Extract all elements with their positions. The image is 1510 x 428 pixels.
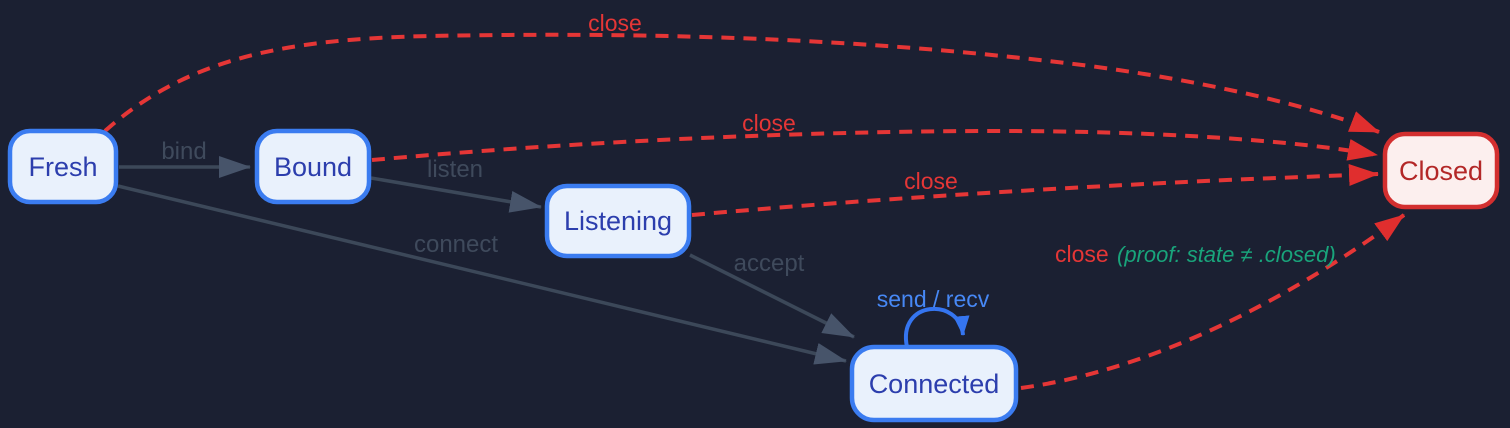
edge-bound-listening: listen <box>370 156 542 213</box>
edge-connected-selfloop-line <box>903 306 970 348</box>
edge-bound-closed: close <box>371 110 1378 162</box>
edge-listening-connected: accept <box>689 250 855 339</box>
state-node-closed-label: Closed <box>1399 156 1483 186</box>
edge-listening-connected-line <box>689 253 855 339</box>
state-node-bound-box <box>254 128 372 205</box>
state-node-connected: Connected <box>849 344 1019 423</box>
state-node-closed: Closed <box>1382 131 1500 210</box>
state-node-fresh-label: Fresh <box>28 152 97 182</box>
edge-connected-selfloop: send / recv <box>877 286 990 348</box>
state-node-connected-box <box>849 344 1019 423</box>
edge-listening-closed: close <box>691 164 1379 217</box>
edge-fresh-closed-label: close <box>588 10 642 36</box>
edge-connected-selfloop-label: send / recv <box>877 286 990 312</box>
state-node-fresh-box <box>7 128 119 205</box>
edge-connected-closed: close (proof: state ≠ .closed) <box>1020 213 1406 390</box>
edge-connected-closed-label: close <box>1055 241 1109 267</box>
edge-connected-closed-proof-annotation: (proof: state ≠ .closed) <box>1117 242 1336 267</box>
state-node-connected-label: Connected <box>869 369 1000 399</box>
edge-fresh-closed-line <box>103 32 1380 134</box>
edge-listening-closed-line <box>691 164 1379 217</box>
edge-bound-listening-line <box>370 176 542 213</box>
edge-fresh-connected-line <box>117 184 847 365</box>
state-node-bound: Bound <box>254 128 372 205</box>
state-node-bound-label: Bound <box>274 152 352 182</box>
state-node-listening: Listening <box>544 183 692 259</box>
state-node-closed-box <box>1382 131 1500 210</box>
edge-listening-connected-label: accept <box>734 250 805 277</box>
edge-listening-closed-label: close <box>904 168 958 194</box>
edge-fresh-bound: bind <box>119 138 251 178</box>
edge-fresh-bound-label: bind <box>161 138 206 165</box>
edge-bound-closed-line <box>371 128 1378 162</box>
state-node-listening-box <box>544 183 692 259</box>
edge-bound-closed-label: close <box>742 110 796 136</box>
edge-fresh-closed: close <box>103 10 1380 134</box>
state-node-listening-label: Listening <box>564 206 672 236</box>
edge-bound-listening-label: listen <box>427 156 483 183</box>
edge-fresh-connected-label: connect <box>414 231 498 258</box>
state-node-fresh: Fresh <box>7 128 119 205</box>
edge-fresh-connected: connect <box>117 184 847 365</box>
